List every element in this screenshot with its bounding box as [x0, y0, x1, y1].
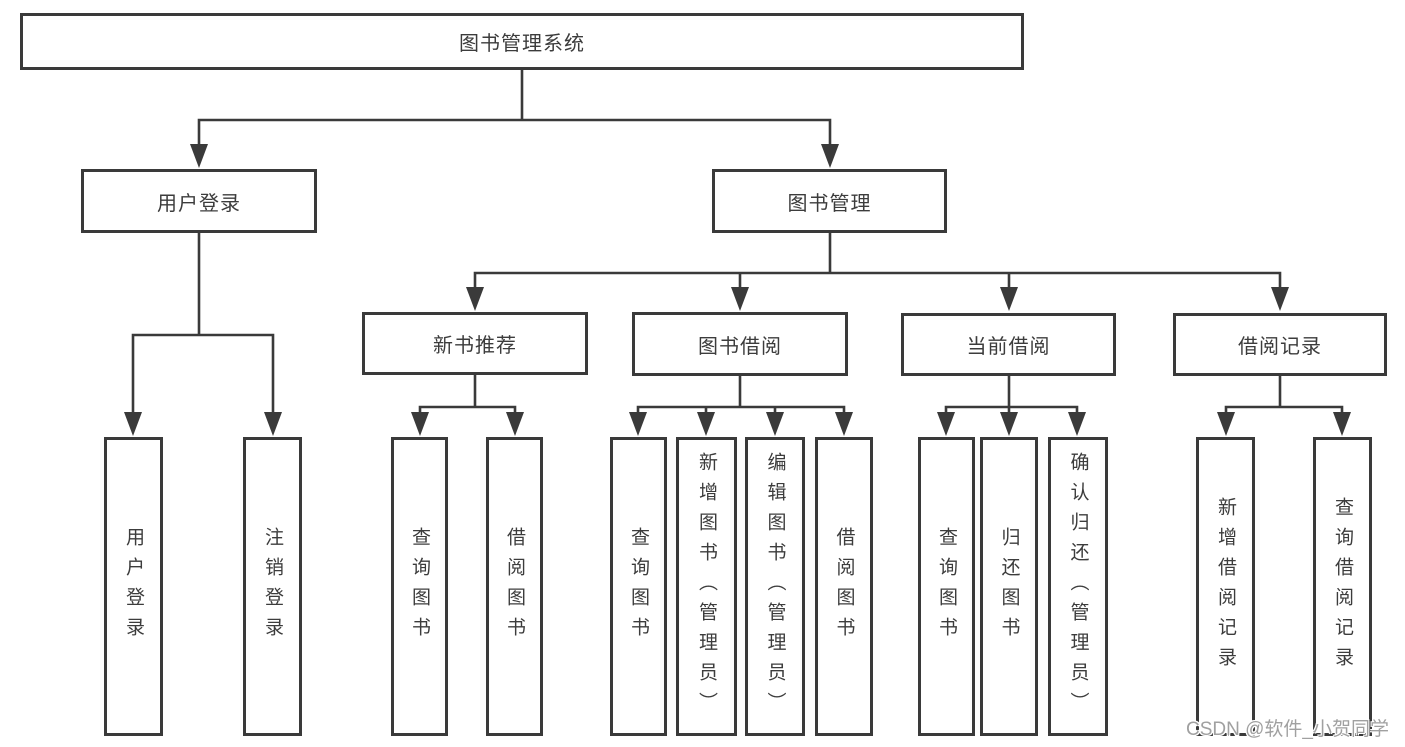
arrowhead	[629, 412, 647, 436]
leaf-add-book-admin: 新增图书（管理员）	[676, 437, 737, 736]
node-library-management-system: 图书管理系统	[20, 13, 1024, 70]
arrowhead	[1271, 287, 1289, 311]
leaf-query-borrow-record: 查询借阅记录	[1313, 437, 1372, 736]
leaf-edit-book-admin: 编辑图书（管理员）	[745, 437, 805, 736]
leaf-borrow-books-borrowing: 借阅图书	[815, 437, 873, 736]
node-book-borrowing: 图书借阅	[632, 312, 848, 376]
node-new-book-recommendation: 新书推荐	[362, 312, 588, 375]
arrowhead	[1333, 412, 1351, 436]
node-current-borrowing: 当前借阅	[901, 313, 1116, 376]
node-user-login: 用户登录	[81, 169, 317, 233]
arrowhead	[1000, 412, 1018, 436]
node-borrowing-records: 借阅记录	[1173, 313, 1387, 376]
arrowhead	[731, 287, 749, 311]
leaf-confirm-return-admin: 确认归还（管理员）	[1048, 437, 1108, 736]
node-book-management: 图书管理	[712, 169, 947, 233]
arrowhead	[697, 412, 715, 436]
leaf-add-borrow-record: 新增借阅记录	[1196, 437, 1255, 736]
arrowhead	[506, 412, 524, 436]
leaf-query-books-current: 查询图书	[918, 437, 975, 736]
leaf-logout: 注销登录	[243, 437, 302, 736]
leaf-borrow-books-recommend: 借阅图书	[486, 437, 543, 736]
arrowhead	[190, 144, 208, 168]
arrowhead	[937, 412, 955, 436]
leaf-return-book: 归还图书	[980, 437, 1038, 736]
arrowhead	[124, 412, 142, 436]
arrowhead	[1000, 287, 1018, 311]
arrowhead	[821, 144, 839, 168]
leaf-user-login: 用户登录	[104, 437, 163, 736]
arrowhead	[766, 412, 784, 436]
arrowhead	[264, 412, 282, 436]
arrowhead	[1068, 412, 1086, 436]
csdn-watermark: CSDN @软件_小贺同学	[1186, 719, 1389, 740]
leaf-query-books-borrowing: 查询图书	[610, 437, 667, 736]
arrowhead	[466, 287, 484, 311]
arrowhead	[1217, 412, 1235, 436]
arrowhead	[835, 412, 853, 436]
arrowhead	[411, 412, 429, 436]
leaf-query-books-recommend: 查询图书	[391, 437, 448, 736]
